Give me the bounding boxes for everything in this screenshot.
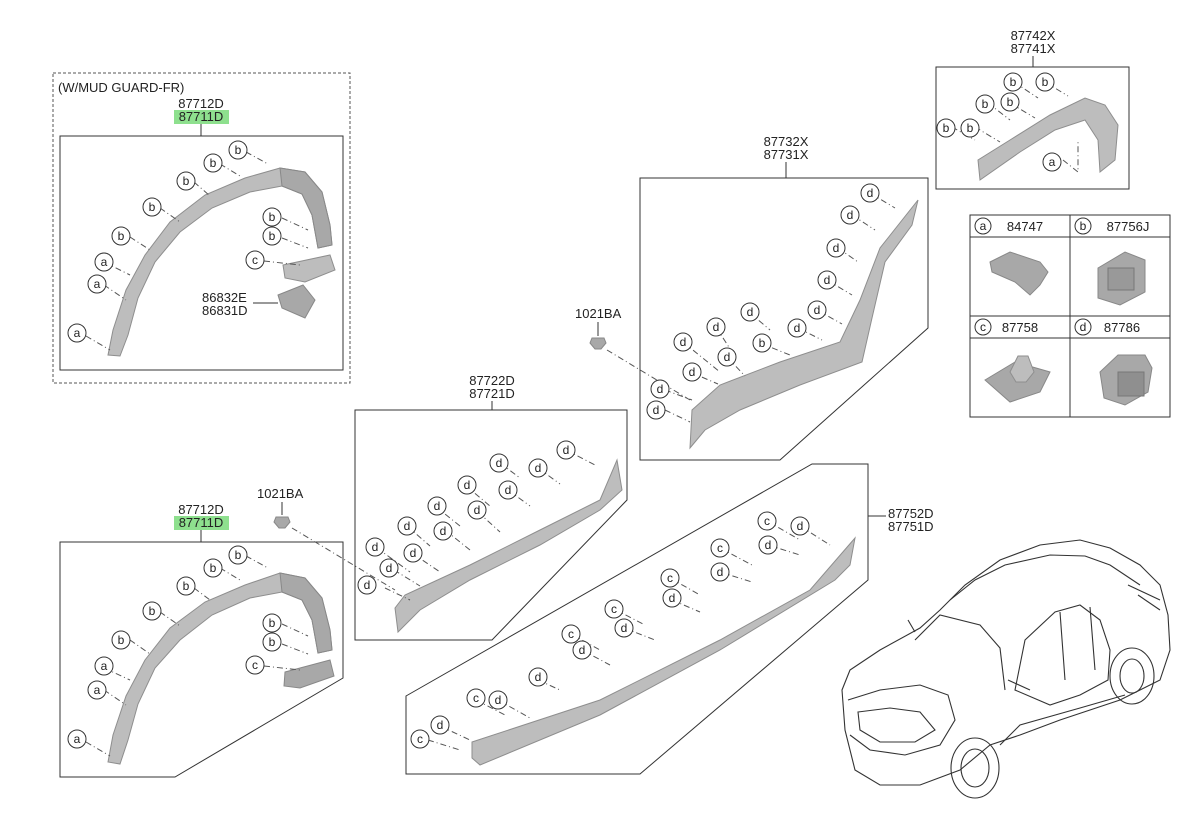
arch-front-bottom-box bbox=[59, 541, 344, 778]
legend-key-c: c bbox=[980, 320, 986, 334]
arch-front-top-part-a: 87712D bbox=[178, 96, 224, 111]
screw-1-part bbox=[273, 516, 291, 529]
side-sill-part-b: 87751D bbox=[888, 519, 934, 534]
screw-2-label: 1021BA bbox=[575, 306, 622, 321]
rear-upper-part-b: 87731X bbox=[764, 147, 809, 162]
clip-a-icon bbox=[989, 251, 1049, 296]
arch-front-top-box bbox=[59, 135, 344, 371]
rear-arch-part bbox=[977, 97, 1119, 181]
door-lower-box bbox=[354, 409, 628, 641]
door-lower-part-b: 87721D bbox=[469, 386, 515, 401]
mud-guard-part-a: 86832E bbox=[202, 290, 247, 305]
legend-key-a: a bbox=[980, 219, 987, 233]
legend-cell-b: b 87756J bbox=[1074, 217, 1150, 306]
rear-arch-callouts bbox=[936, 72, 1079, 174]
door-lower-part-a: 87722D bbox=[469, 373, 515, 388]
rear-arch-part-b: 87741X bbox=[1011, 41, 1056, 56]
mud-guard-part-b: 86831D bbox=[202, 303, 248, 318]
legend-cell-d: d 87786 bbox=[1074, 318, 1153, 406]
door-lower-callouts bbox=[357, 440, 596, 601]
side-sill-part bbox=[471, 536, 856, 766]
arch-front-bottom-part-b: 87711D bbox=[179, 515, 224, 530]
arch-front-top-part-b: 87711D bbox=[179, 109, 224, 124]
mud-guard-part bbox=[282, 254, 336, 283]
legend-key-b: b bbox=[1080, 219, 1087, 233]
legend-cell-c: c 87758 bbox=[974, 318, 1051, 403]
front-arch-top-callouts bbox=[67, 140, 309, 351]
side-sill-part-a: 87752D bbox=[888, 506, 934, 521]
rear-upper-part bbox=[689, 199, 919, 450]
arch-front-bottom-part-a: 87712D bbox=[178, 502, 224, 517]
rear-arch-box bbox=[935, 66, 1130, 190]
front-arch-bottom-callouts bbox=[67, 545, 309, 757]
legend-key-d: d bbox=[1080, 320, 1087, 334]
rear-upper-part-a: 87732X bbox=[764, 134, 809, 149]
screw-1-label: 1021BA bbox=[257, 486, 304, 501]
legend-cell-a: a 84747 bbox=[974, 217, 1049, 296]
rear-upper-callouts bbox=[646, 183, 896, 423]
rear-arch-part-a: 87742X bbox=[1011, 28, 1056, 43]
legend-part-b: 87756J bbox=[1107, 219, 1150, 234]
legend-part-c: 87758 bbox=[1002, 320, 1038, 335]
legend-part-a: 84747 bbox=[1007, 219, 1043, 234]
legend-part-d: 87786 bbox=[1104, 320, 1140, 335]
mud-guard-title: (W/MUD GUARD-FR) bbox=[58, 80, 184, 95]
screw-2-part bbox=[589, 337, 607, 350]
highlight-front-top bbox=[174, 110, 229, 124]
highlight-front-bottom bbox=[174, 516, 229, 530]
mud-guard-group-frame bbox=[52, 72, 351, 384]
rear-upper-box bbox=[639, 177, 929, 461]
vehicle-reference-drawing bbox=[841, 539, 1171, 799]
fastener-legend: a 84747 b 87756J c 87758 d 87786 bbox=[969, 214, 1171, 418]
side-sill-box bbox=[405, 463, 869, 775]
side-sill-callouts bbox=[410, 511, 831, 751]
door-lower-part bbox=[394, 458, 623, 634]
